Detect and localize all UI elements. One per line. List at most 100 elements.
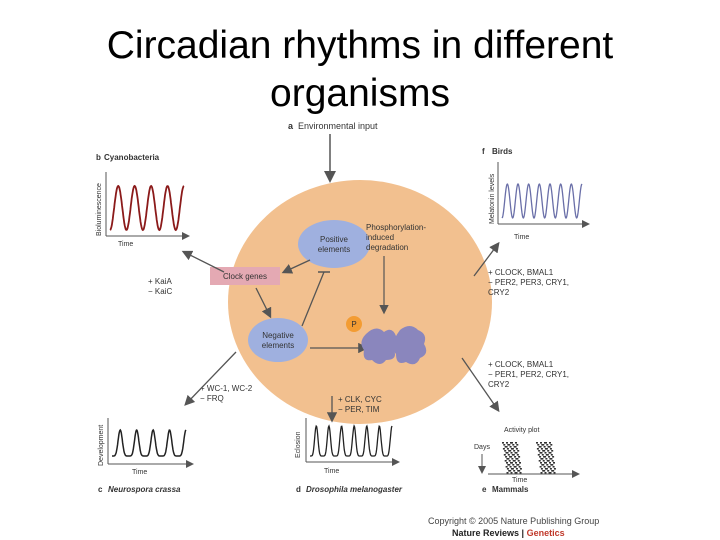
panel-f-trace (501, 182, 583, 220)
actogram-mark (509, 446, 512, 448)
actogram-mark (536, 442, 538, 444)
cell-to-f-arrow (473, 241, 500, 277)
negative-label-2: elements (262, 341, 294, 350)
circadian-diagram: a Environmental input Positive elements … (96, 121, 590, 494)
actogram-mark (540, 452, 543, 454)
actogram-mark (519, 462, 521, 464)
actogram-mark (547, 470, 550, 472)
actogram-mark (549, 462, 551, 464)
actogram-mark (509, 470, 512, 472)
actogram-mark (543, 456, 546, 458)
panel-f-gene-3: CRY2 (488, 288, 510, 297)
actogram-mark (542, 460, 545, 462)
panel-e-label: Mammals (492, 485, 529, 494)
actogram-mark (511, 448, 514, 450)
title-line-1: Circadian rhythms in different (106, 24, 614, 67)
actogram-mark (543, 446, 546, 448)
actogram-mark (509, 466, 512, 468)
actogram-mark (515, 468, 518, 470)
panel-d-letter: d (296, 485, 301, 494)
actogram-mark (548, 456, 551, 458)
actogram-mark (512, 464, 515, 466)
actogram-mark (517, 460, 520, 462)
actogram-mark (540, 472, 543, 474)
actogram-mark (544, 472, 547, 474)
negative-inhibits-positive (301, 271, 325, 327)
actogram-mark (538, 460, 541, 462)
actogram-mark (549, 448, 552, 450)
actogram-mark (504, 450, 507, 452)
panel-b-label: Cyanobacteria (104, 153, 160, 162)
actogram-mark (505, 466, 508, 468)
panel-e-xaxis: Time (512, 477, 527, 484)
phos-label-1: Phosphorylation- (366, 223, 426, 232)
actogram-mark (545, 462, 547, 464)
actogram-mark (507, 458, 510, 460)
panel-d-gene-1: + CLK, CYC (338, 395, 382, 404)
actogram-mark (515, 452, 518, 454)
actogram-mark (508, 464, 511, 466)
panel-c-label: Neurospora crassa (108, 485, 181, 494)
actogram-mark (543, 466, 546, 468)
actogram-mark (538, 450, 541, 452)
panel-e-actogram (502, 442, 556, 474)
positive-label-1: Positive (320, 235, 349, 244)
actogram-mark (507, 454, 510, 456)
journal-credit: Nature Reviews | Genetics (452, 528, 565, 538)
actogram-mark (503, 454, 506, 456)
panel-c-gene-1: + WC-1, WC-2 (200, 384, 253, 393)
actogram-mark (545, 458, 548, 460)
actogram-mark (549, 472, 552, 474)
panel-e-gene-1: + CLOCK, BMAL1 (488, 360, 554, 369)
copyright-line: Copyright © 2005 Nature Publishing Group (428, 516, 600, 526)
actogram-mark (550, 454, 553, 456)
phos-label-2: induced (366, 233, 394, 242)
actogram-mark (536, 448, 539, 450)
actogram-mark (538, 446, 541, 448)
actogram-mark (512, 444, 515, 446)
actogram-mark (514, 456, 517, 458)
journal-name: Nature Reviews | (452, 528, 527, 538)
panel-f-xaxis: Time (514, 234, 529, 241)
actogram-mark (551, 464, 554, 466)
actogram-mark (547, 466, 550, 468)
actogram-mark (513, 466, 516, 468)
actogram-mark (547, 450, 550, 452)
panel-b-letter: b (96, 153, 101, 162)
actogram-mark (508, 444, 511, 446)
actogram-mark (548, 466, 551, 468)
negative-elements-blob (248, 318, 308, 362)
actogram-mark (537, 454, 540, 456)
actogram-mark (544, 456, 547, 458)
panel-d-label: Drosophila melanogaster (306, 485, 403, 494)
actogram-mark (547, 446, 550, 448)
panel-a-label: Environmental input (298, 121, 378, 131)
actogram-mark (544, 452, 547, 454)
panel-d-yaxis: Eclosion (295, 431, 302, 458)
actogram-mark (543, 470, 546, 472)
panel-f-yaxis: Melatonin levels (489, 173, 496, 224)
actogram-mark (518, 466, 521, 468)
panel-c-letter: c (98, 485, 103, 494)
panel-f-gene-2: − PER2, PER3, CRY1, (488, 278, 569, 287)
panel-e-plot-title: Activity plot (504, 427, 539, 434)
panel-e-letter: e (482, 485, 487, 494)
panel-a-letter: a (288, 121, 294, 131)
phos-label-3: degradation (366, 243, 408, 252)
circadian-figure: a Environmental input Positive elements … (88, 112, 620, 540)
actogram-mark (514, 466, 517, 468)
panel-c-gene-2: − FRQ (200, 394, 224, 403)
actogram-mark (549, 442, 551, 444)
actogram-mark (503, 444, 506, 446)
actogram-mark (506, 468, 509, 470)
clock-genes-box (210, 267, 280, 285)
actogram-mark (518, 470, 521, 472)
actogram-mark (549, 468, 552, 470)
actogram-mark (517, 464, 520, 466)
actogram-mark (541, 458, 544, 460)
actogram-mark (550, 444, 553, 446)
cell-body (228, 180, 492, 424)
actogram-mark (550, 458, 553, 460)
actogram-mark (548, 446, 551, 448)
actogram-mark (516, 458, 519, 460)
